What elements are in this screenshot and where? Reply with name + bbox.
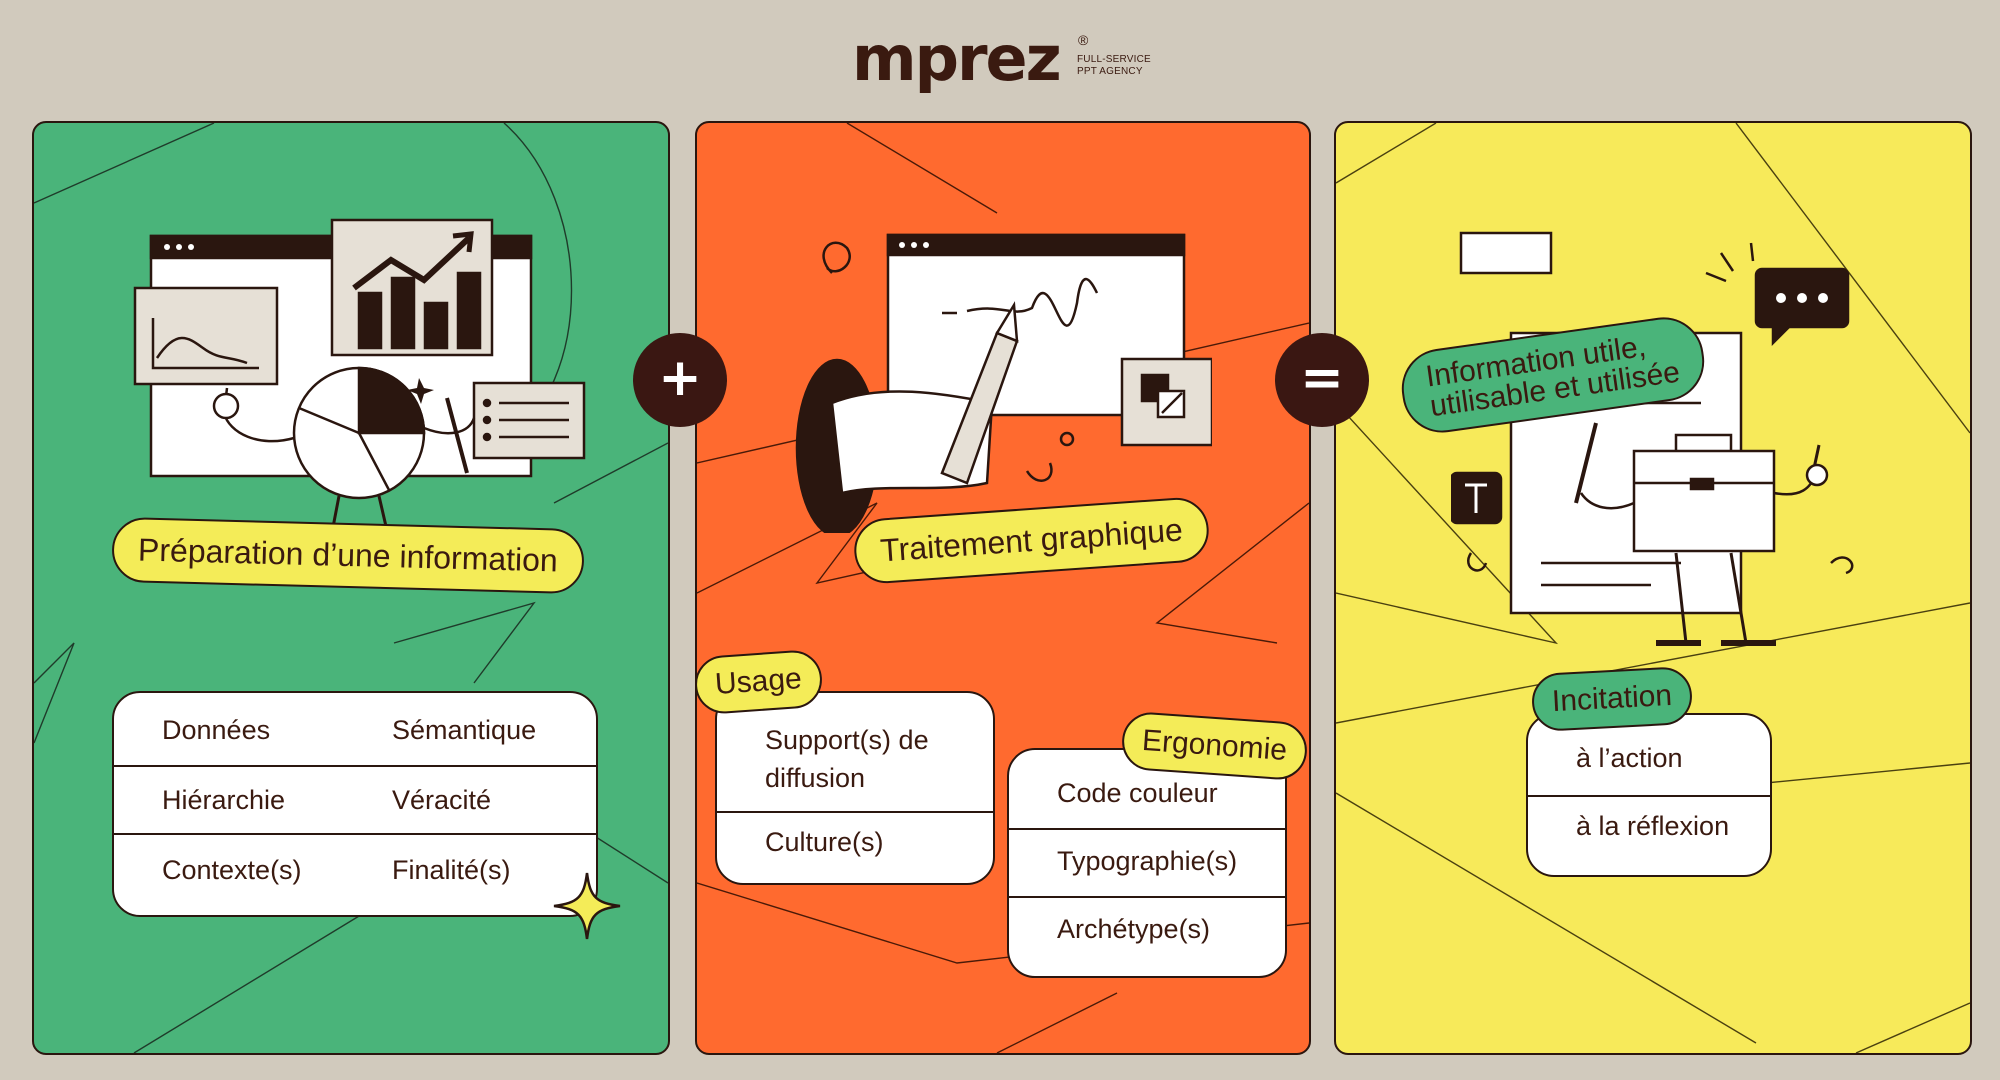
briefcase-character-illustration: [1451, 231, 1854, 646]
item-action: à l’action: [1576, 743, 1683, 773]
logo-wordmark: mprez: [852, 22, 1062, 95]
list-item: Hiérarchie Véracité: [114, 767, 596, 835]
panel-title-preparation: Préparation d’une information: [111, 516, 585, 595]
preparation-card: Données Sémantique Hiérarchie Véracité C…: [112, 691, 598, 917]
item-hierarchie: Hiérarchie: [162, 785, 286, 815]
item-code-couleur: Code couleur: [1057, 778, 1218, 808]
chart-presenter-illustration: [133, 218, 586, 549]
hand-drawing-illustration: [795, 233, 1212, 533]
logo-tagline-line2: PPT AGENCY: [1077, 66, 1143, 77]
item-supports-diffusion: Support(s) de diffusion: [765, 725, 929, 793]
background-lines: [1336, 123, 1970, 1053]
plus-operator: +: [633, 333, 727, 427]
list-item: Code couleur: [1009, 750, 1285, 830]
item-semantique: Sémantique: [392, 715, 537, 745]
item-veracite: Véracité: [392, 785, 492, 815]
registered-mark: ®: [1078, 32, 1089, 48]
list-item: Typographie(s): [1009, 830, 1285, 898]
panel-traitement: Traitement graphique Support(s) de diffu…: [695, 121, 1311, 1055]
logo-tagline-line1: FULL-SERVICE: [1077, 54, 1151, 65]
logo-tagline: FULL-SERVICE PPT AGENCY: [1077, 54, 1197, 78]
item-contextes: Contexte(s): [162, 855, 302, 885]
item-typographies: Typographie(s): [1057, 846, 1238, 876]
ergonomie-card: Code couleur Typographie(s) Archétype(s): [1007, 748, 1287, 978]
list-item: Archétype(s): [1009, 898, 1285, 976]
list-item: Culture(s): [717, 813, 993, 883]
list-item: Données Sémantique: [114, 693, 596, 767]
list-item: Contexte(s) Finalité(s): [114, 835, 596, 913]
list-item: Support(s) de diffusion: [717, 693, 993, 813]
list-item: à la réflexion: [1528, 797, 1770, 875]
item-archetypes: Archétype(s): [1057, 914, 1211, 944]
usage-card: Support(s) de diffusion Culture(s): [715, 691, 995, 885]
panel-preparation: Préparation d’une information Données Sé…: [32, 121, 670, 1055]
item-donnees: Données: [162, 715, 271, 745]
item-cultures: Culture(s): [765, 827, 884, 857]
group-label-incitation: Incitation: [1530, 665, 1694, 733]
item-finalites: Finalité(s): [392, 855, 511, 885]
item-reflexion: à la réflexion: [1576, 811, 1730, 841]
background-lines: [34, 123, 668, 1053]
sparkle-icon: [553, 872, 621, 940]
equals-operator: =: [1275, 333, 1369, 427]
list-item: à l’action: [1528, 715, 1770, 797]
panel-information: Information utile, utilisable et utilisé…: [1334, 121, 1972, 1055]
incitation-card: à l’action à la réflexion: [1526, 713, 1772, 877]
group-label-usage: Usage: [697, 648, 824, 716]
